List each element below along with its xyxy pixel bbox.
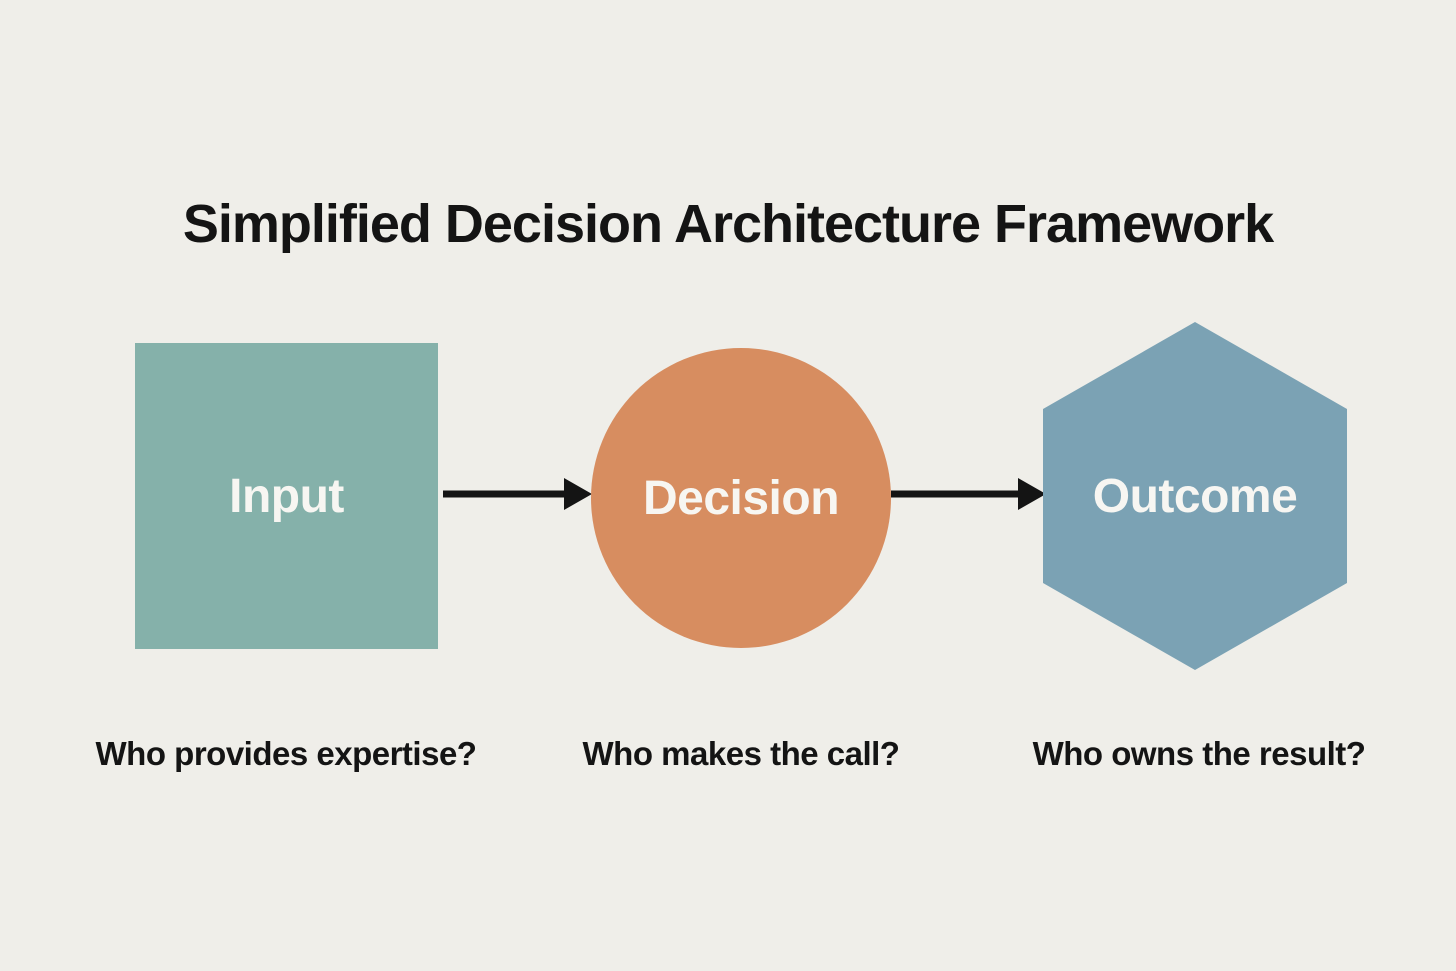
question-outcome: Who owns the result?	[1032, 735, 1366, 772]
node-outcome-hexagon: Outcome	[1043, 322, 1347, 670]
page-title: Simplified Decision Architecture Framewo…	[182, 194, 1274, 254]
node-outcome-label: Outcome	[1092, 469, 1298, 523]
node-input-square: Input	[135, 343, 438, 649]
node-decision-label: Decision	[642, 471, 840, 525]
arrow-input-to-decision	[443, 478, 592, 510]
question-input: Who provides expertise?	[95, 735, 477, 772]
arrow-decision-to-outcome	[891, 478, 1046, 510]
node-input-label: Input	[229, 469, 344, 523]
question-decision: Who makes the call?	[582, 735, 900, 772]
node-decision-circle: Decision	[591, 348, 891, 648]
